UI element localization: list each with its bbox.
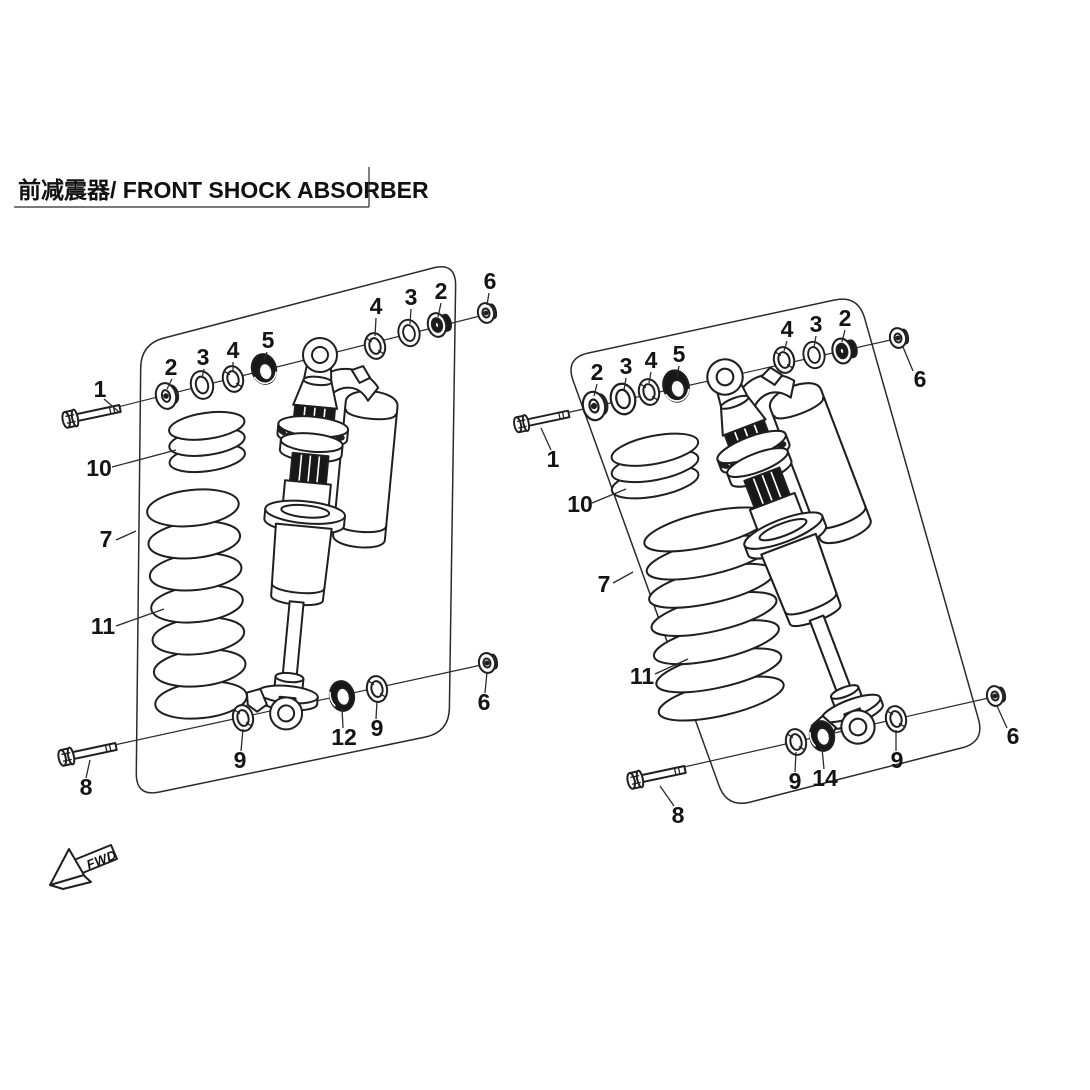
callout-2: 2 — [591, 359, 604, 385]
callout-10: 10 — [86, 455, 112, 481]
callout-6: 6 — [484, 268, 497, 294]
bolt-part-8 — [56, 737, 119, 768]
callout-5: 5 — [673, 341, 686, 367]
leader-lines — [85, 292, 490, 779]
callout-1: 1 — [547, 446, 560, 472]
callout-2: 2 — [165, 354, 178, 380]
callout-9: 9 — [789, 768, 802, 794]
callout-11: 11 — [630, 663, 655, 689]
callout-9b: 9 — [371, 715, 384, 741]
callout-10: 10 — [567, 491, 593, 517]
callout-3b: 3 — [405, 284, 418, 310]
callout-4: 4 — [645, 347, 658, 373]
callout-2b: 2 — [435, 278, 448, 304]
callout-5: 5 — [262, 327, 275, 353]
main-spring-illustration — [146, 488, 248, 720]
callout-3b: 3 — [810, 311, 823, 337]
fwd-label: FWD — [84, 847, 119, 872]
callout-7: 7 — [598, 571, 611, 597]
preload-spring-illustration — [168, 410, 246, 474]
callout-12: 12 — [331, 724, 357, 750]
callout-8: 8 — [672, 802, 685, 828]
callout-6b: 6 — [1007, 723, 1020, 749]
callout-6b: 6 — [478, 689, 491, 715]
preload-spring-illustration — [610, 432, 700, 500]
callout-3: 3 — [620, 353, 633, 379]
callout-11: 11 — [91, 613, 116, 639]
page-title: 前减震器/ FRONT SHOCK ABSORBER — [18, 177, 429, 203]
callout-9: 9 — [234, 747, 247, 773]
bolt-part-1 — [60, 399, 123, 430]
nut-part-6b — [983, 683, 1008, 709]
callout-9b: 9 — [891, 747, 904, 773]
main-spring-illustration — [643, 506, 785, 722]
nut-part-6 — [886, 325, 911, 351]
callout-4: 4 — [227, 337, 240, 363]
panel-front-shock-left: 1 2 3 4 5 4 3 2 6 10 7 11 9 12 9 6 8 — [56, 266, 500, 800]
callout-4b: 4 — [781, 316, 794, 342]
page-header: 前减震器/ FRONT SHOCK ABSORBER — [14, 167, 429, 208]
callouts-left: 1 2 3 4 5 4 3 2 6 10 7 11 9 12 9 6 8 — [80, 268, 497, 800]
callout-1: 1 — [94, 376, 107, 402]
fwd-direction-marker: FWD — [49, 844, 119, 890]
callout-6: 6 — [914, 366, 927, 392]
callout-4b: 4 — [370, 293, 383, 319]
callout-2b: 2 — [839, 305, 852, 331]
callout-7: 7 — [100, 526, 113, 552]
fwd-arrow-head — [49, 848, 85, 886]
bolt-part-8 — [625, 760, 688, 791]
leader-lines — [540, 329, 1008, 807]
callout-3: 3 — [197, 344, 210, 370]
callout-12: 14 — [812, 765, 838, 791]
nut-part-6b — [476, 650, 500, 676]
panel-front-shock-right: 1 2 3 4 5 4 3 2 6 10 7 11 9 14 9 6 8 — [511, 298, 1020, 828]
callout-8: 8 — [80, 774, 93, 800]
callouts-right: 1 2 3 4 5 4 3 2 6 10 7 11 9 14 9 6 8 — [547, 305, 1020, 828]
